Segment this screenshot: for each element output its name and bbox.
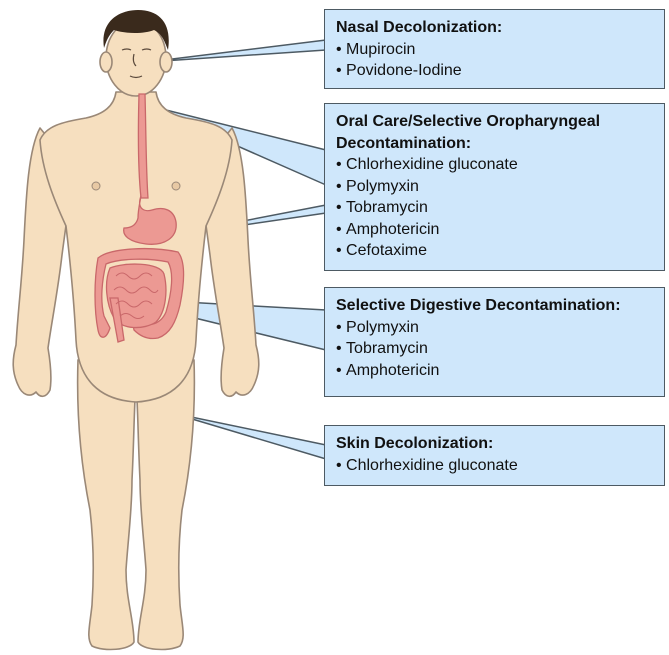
left-leg [78, 360, 136, 649]
pointer-skin [172, 413, 326, 459]
callout-title: Nasal Decolonization: [336, 17, 654, 39]
callout-list: Polymyxin Tobramycin Amphotericin [336, 317, 654, 382]
callout-title: Oral Care/Selective Oropharyngeal Decont… [336, 111, 654, 154]
callout-list: Mupirocin Povidone-Iodine [336, 39, 654, 82]
callout-nasal-decolonization: Nasal Decolonization: Mupirocin Povidone… [324, 9, 665, 89]
list-item: Amphotericin [336, 360, 654, 382]
human-body-figure [13, 20, 259, 649]
callout-title: Skin Decolonization: [336, 433, 654, 455]
callout-skin-decolonization: Skin Decolonization: Chlorhexidine gluco… [324, 425, 665, 486]
torso [40, 92, 232, 402]
list-item: Chlorhexidine gluconate [336, 154, 654, 176]
left-ear [100, 52, 112, 72]
list-item: Tobramycin [336, 338, 654, 360]
pointer-nasal [148, 40, 326, 62]
list-item: Tobramycin [336, 197, 654, 219]
callout-list: Chlorhexidine gluconate [336, 455, 654, 477]
callout-title: Selective Digestive Decontamination: [336, 295, 654, 317]
list-item: Polymyxin [336, 317, 654, 339]
callout-selective-digestive-decontamination: Selective Digestive Decontamination: Pol… [324, 287, 665, 397]
right-ear [160, 52, 172, 72]
callout-oral-care: Oral Care/Selective Oropharyngeal Decont… [324, 103, 665, 271]
list-item: Polymyxin [336, 176, 654, 198]
list-item: Povidone-Iodine [336, 60, 654, 82]
list-item: Chlorhexidine gluconate [336, 455, 654, 477]
callout-list: Chlorhexidine gluconate Polymyxin Tobram… [336, 154, 654, 262]
list-item: Amphotericin [336, 219, 654, 241]
list-item: Cefotaxime [336, 240, 654, 262]
right-leg [136, 360, 194, 649]
list-item: Mupirocin [336, 39, 654, 61]
